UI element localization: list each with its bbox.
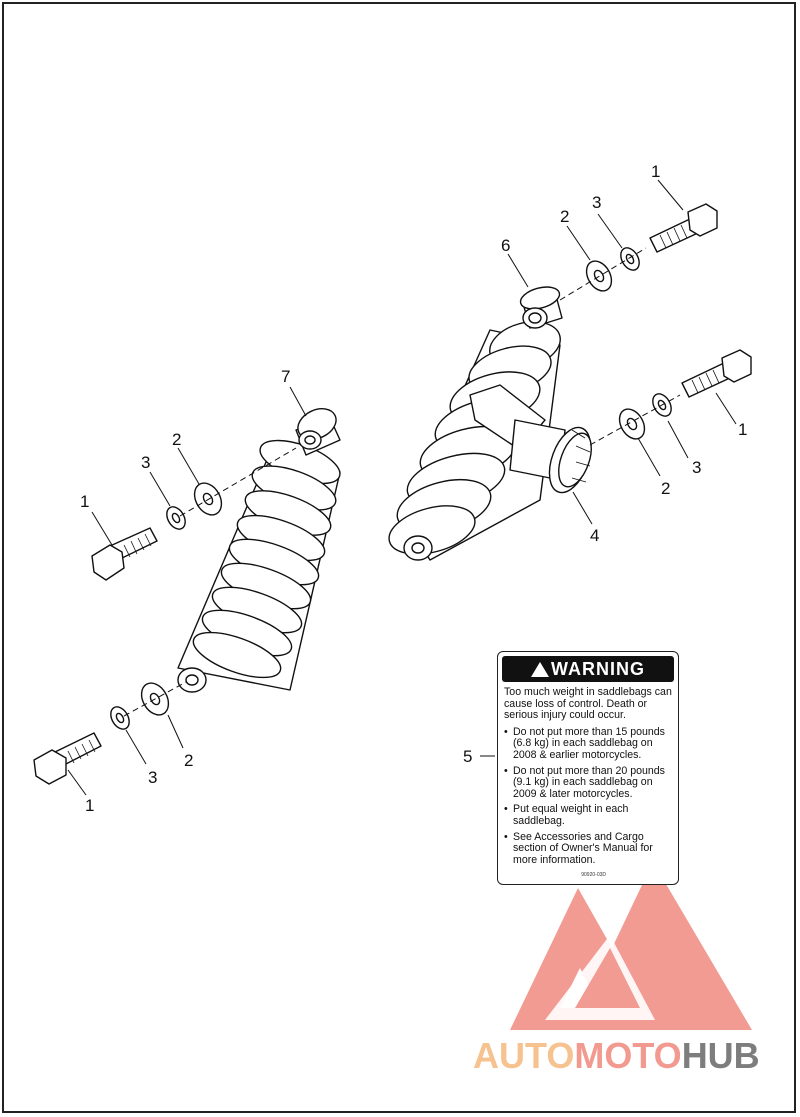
watermark-logo xyxy=(510,862,752,1030)
warning-bullet: Do not put more than 20 pounds (9.1 kg) … xyxy=(504,765,672,801)
watermark-moto: MOTO xyxy=(574,1035,682,1076)
warning-triangle-icon xyxy=(531,661,549,677)
right-shock-absorber xyxy=(388,286,592,561)
callout-left-top-lockwasher: 3 xyxy=(141,453,151,472)
warning-heading-text: WARNING xyxy=(551,658,645,679)
label-part-number: 90920-03D xyxy=(581,872,606,878)
warning-bullet: See Accessories and Cargo section of Own… xyxy=(504,831,672,867)
left-top-lockwasher xyxy=(166,506,186,530)
callout-left-bottom-bolt: 1 xyxy=(85,796,95,815)
warning-label-heading: WARNING xyxy=(502,656,674,682)
callout-right-shock-bushing: 6 xyxy=(501,236,511,255)
watermark-text: AUTOMOTOHUB xyxy=(473,1035,760,1077)
warning-label: WARNING Too much weight in saddlebags ca… xyxy=(497,651,679,885)
callout-left-top-washer: 2 xyxy=(172,430,182,449)
right-top-lockwasher xyxy=(620,247,640,271)
left-bottom-bolt xyxy=(33,732,102,785)
right-bottom-bolt xyxy=(681,349,752,398)
left-top-bolt xyxy=(91,527,158,581)
right-bottom-washer xyxy=(618,408,646,440)
warning-bullet-list: Do not put more than 15 pounds (6.8 kg) … xyxy=(504,726,672,867)
right-top-bolt xyxy=(649,203,718,253)
watermark-auto: AUTO xyxy=(473,1035,575,1076)
callout-right-bottom-lockwasher: 3 xyxy=(692,458,702,477)
callout-preload-knob: 4 xyxy=(590,526,600,545)
assembly-centerlines xyxy=(123,247,681,717)
warning-bullet: Put equal weight in each saddlebag. xyxy=(504,803,672,827)
callout-leader-lines xyxy=(67,179,737,796)
callout-right-top-bolt: 1 xyxy=(651,162,661,181)
left-bottom-lockwasher xyxy=(110,706,130,730)
left-top-washer xyxy=(193,482,223,516)
callout-left-shock: 7 xyxy=(281,367,291,386)
warning-intro: Too much weight in saddlebags can cause … xyxy=(504,686,672,722)
callout-left-bottom-lockwasher: 3 xyxy=(148,768,158,787)
callout-warning-label: 5 xyxy=(463,747,473,766)
left-shock-absorber xyxy=(177,408,341,693)
callout-right-bottom-washer: 2 xyxy=(661,479,671,498)
callout-right-bottom-bolt: 1 xyxy=(738,420,748,439)
preload-adjuster-knob xyxy=(548,426,592,494)
callout-right-top-lockwasher: 3 xyxy=(592,193,602,212)
callout-right-top-washer: 2 xyxy=(560,207,570,226)
watermark-hub: HUB xyxy=(681,1035,760,1076)
callout-left-top-bolt: 1 xyxy=(80,492,90,511)
warning-bullet: Do not put more than 15 pounds (6.8 kg) … xyxy=(504,726,672,762)
callout-left-bottom-washer: 2 xyxy=(184,751,194,770)
